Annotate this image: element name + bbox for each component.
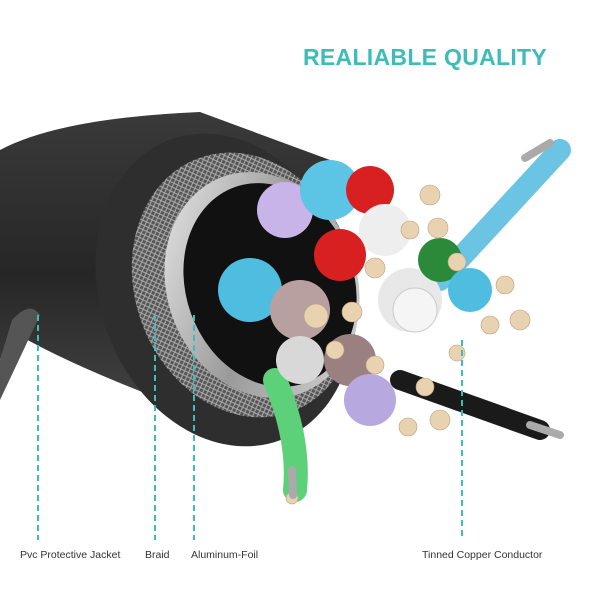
label-braid: Braid (145, 549, 170, 561)
label-tinned-copper: Tinned Copper Conductor (422, 549, 543, 561)
label-aluminum-foil: Aluminum-Foil (191, 549, 259, 561)
headline: REALIABLE QUALITY (303, 44, 548, 70)
jacket-bend (0, 308, 40, 400)
callout-lines (37, 315, 463, 540)
wire-tips (288, 139, 564, 499)
copper-strands (285, 184, 531, 505)
white-bundle (392, 287, 438, 333)
label-pvc-jacket: Pvc Protective Jacket (20, 549, 121, 561)
